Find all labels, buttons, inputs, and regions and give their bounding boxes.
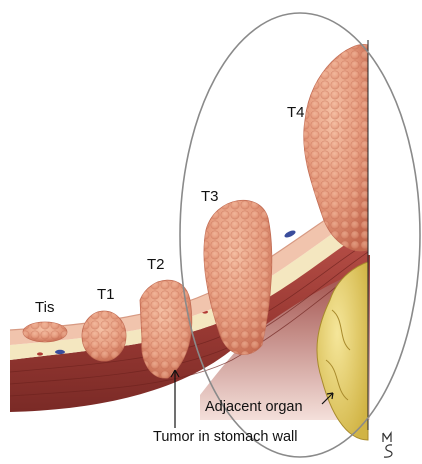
tumor-t4	[304, 44, 368, 250]
label-t2: T2	[147, 257, 165, 272]
label-adjacent-organ: Adjacent organ	[205, 400, 303, 415]
label-t1: T1	[97, 287, 115, 302]
label-t3: T3	[201, 189, 219, 204]
label-tis: Tis	[35, 300, 54, 315]
artist-signature-mark	[381, 430, 395, 462]
tumor-t1	[82, 311, 126, 361]
label-tumor-in-stomach-wall: Tumor in stomach wall	[153, 430, 298, 445]
label-t4: T4	[287, 105, 305, 120]
tumor-tis	[23, 322, 67, 342]
